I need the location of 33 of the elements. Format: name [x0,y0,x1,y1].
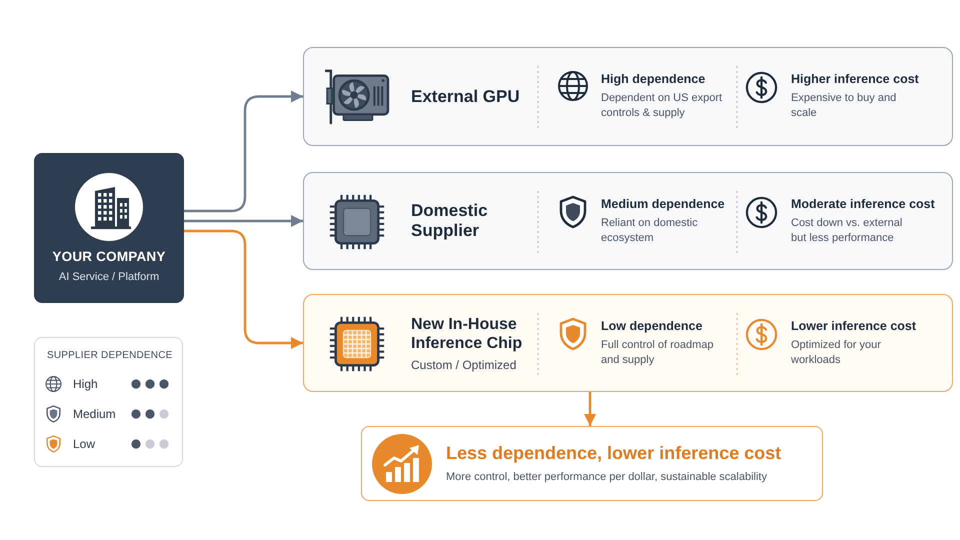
legend-label: Medium [73,407,116,421]
cost-heading: Moderate inference cost [791,196,935,212]
supplier-card [303,47,953,146]
legend-label: Low [73,437,96,451]
cost-description: Optimized for your workloads [791,338,882,368]
outcome-card [361,426,823,501]
cost-description: Expensive to buy and scale [791,91,898,121]
dependence-description: Reliant on domestic ecosystem [601,216,699,246]
cost-heading: Higher inference cost [791,71,919,87]
outcome-heading: Less dependence, lower inference cost [446,442,782,464]
company-subtitle: AI Service / Platform [58,271,160,283]
outcome-description: More control, better performance per dollar, sustainable scalability [446,470,767,484]
dependence-heading: Low dependence [601,318,702,334]
card-title: Domestic Supplier [411,201,489,241]
supplier-card [303,172,953,270]
legend-title: SUPPLIER DEPENDENCE [47,350,172,361]
company-title: YOUR COMPANY [52,249,166,264]
dependence-heading: Medium dependence [601,196,725,212]
card-title: External GPU [411,86,520,106]
card-title: New In-House Inference Chip [411,314,524,352]
dependence-description: Dependent on US export controls & supply [601,91,724,121]
arrow [184,90,303,212]
dependence-description: Full control of roadmap and supply [601,338,714,368]
supplier-card [303,294,953,392]
arrow [584,392,596,426]
card-subtitle: Custom / Optimized [411,358,516,372]
company-card [34,153,184,303]
legend-label: High [73,377,98,391]
dependence-heading: High dependence [601,71,706,87]
cost-description: Cost down vs. external but less performance [791,216,904,246]
arrow [184,215,303,227]
arrow [184,230,303,349]
cost-heading: Lower inference cost [791,318,916,334]
